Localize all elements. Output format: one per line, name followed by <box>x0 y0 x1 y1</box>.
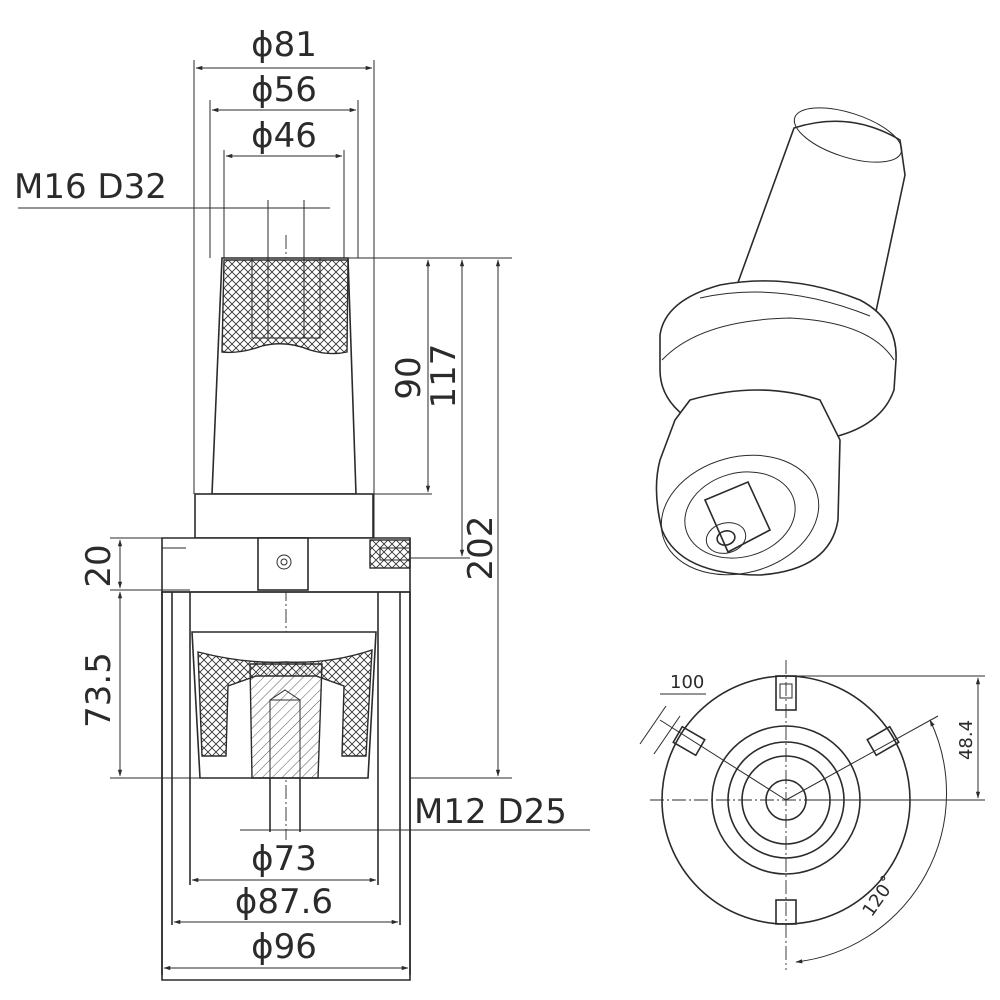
dim-h90: 90 <box>389 356 429 399</box>
set-screw-icon <box>276 554 292 570</box>
dim-d87-6: ϕ87.6 <box>235 882 333 922</box>
slot-left <box>672 725 706 757</box>
slot-top <box>775 675 797 711</box>
set-screw-block <box>257 537 309 591</box>
dim-arc-120 <box>795 719 948 964</box>
side-view: ϕ81 ϕ56 ϕ46 M16 D32 90 117 202 20 73.5 M… <box>14 25 590 981</box>
dim-d81: ϕ81 <box>251 25 317 65</box>
iso-center-boss <box>703 480 772 554</box>
iso-shaft <box>734 120 906 332</box>
dim-d73: ϕ73 <box>251 839 317 879</box>
bottom-view: 100 48.4 120˚ <box>639 660 985 970</box>
dim-d56: ϕ56 <box>251 70 317 110</box>
isometric-view <box>655 107 906 576</box>
side-insert-section <box>369 539 411 569</box>
bottom-thread-hole <box>269 699 301 779</box>
top-thread-hole <box>267 257 305 339</box>
iso-bottom-face <box>660 454 820 576</box>
dim-h20: 20 <box>79 544 119 587</box>
top-thread-label: M16 D32 <box>14 167 167 207</box>
dim-d46: ϕ46 <box>251 116 317 156</box>
dim-h117: 117 <box>424 344 464 409</box>
dim-slot-width: 100 <box>670 672 704 693</box>
center-stud-section <box>249 663 323 779</box>
bottom-thread-label: M12 D25 <box>414 792 567 832</box>
dim-h73-5: 73.5 <box>79 652 119 728</box>
inner-insert-section <box>197 649 373 757</box>
dim-slot-offset: 48.4 <box>956 720 977 760</box>
dim-d96: ϕ96 <box>251 927 317 967</box>
dim-h202: 202 <box>461 516 501 581</box>
neck-block <box>194 493 374 539</box>
upper-insert-section <box>221 259 349 355</box>
slot-right <box>866 725 900 757</box>
dim-angle: 120˚ <box>858 873 900 921</box>
